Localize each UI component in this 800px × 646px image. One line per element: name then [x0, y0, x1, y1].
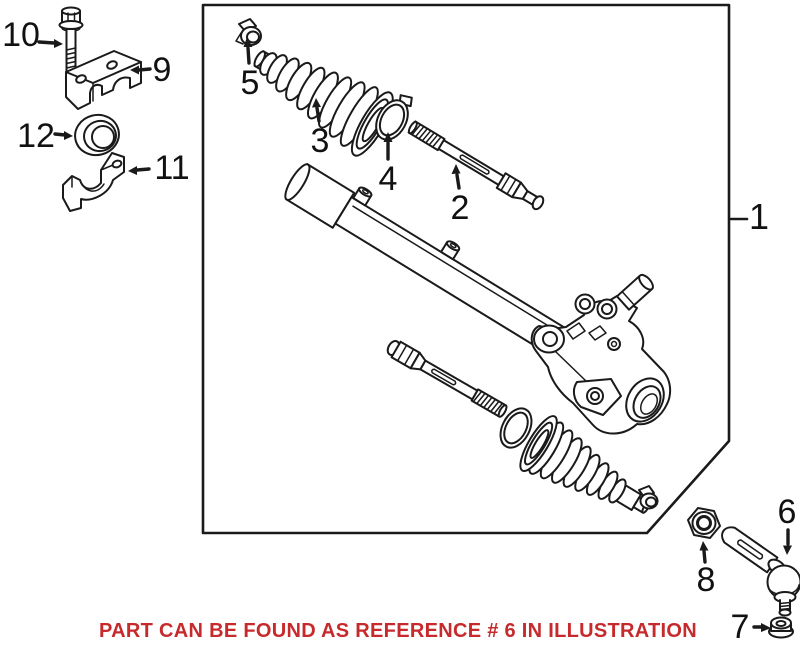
outer-tie-rod-end-drawing: [721, 526, 800, 617]
inner-tie-rod-drawing: [407, 120, 545, 211]
callout-9: 9: [152, 51, 172, 89]
callout-1: 1: [748, 196, 770, 237]
rod-end-jam-nut-drawing: [687, 507, 721, 539]
caption-note: PART CAN BE FOUND AS REFERENCE # 6 IN IL…: [99, 620, 697, 642]
stud-nut-drawing: [768, 616, 794, 639]
callout-6: 6: [777, 493, 797, 531]
boot-clamp-ring-drawing: [375, 94, 413, 141]
lower-mount-bracket-drawing: [62, 152, 125, 212]
callout-7: 7: [730, 608, 750, 646]
callout-10: 10: [2, 16, 40, 54]
upper-mount-bracket-drawing: [65, 50, 142, 110]
steering-gear-housing-drawing: [284, 163, 672, 435]
lower-boot-clamp-drawing: [638, 485, 659, 510]
callout-leaders: [37, 37, 792, 632]
callout-2: 2: [450, 189, 470, 227]
lower-inner-tie-rod-drawing: [386, 340, 508, 418]
callout-5: 5: [240, 64, 260, 102]
callout-8: 8: [696, 561, 716, 599]
callout-3: 3: [310, 122, 330, 160]
callout-4: 4: [378, 160, 398, 198]
boot-clamp-drawing: [235, 18, 262, 46]
mount-bushing-drawing: [74, 113, 120, 157]
diagram-frame: [201, 3, 731, 535]
lower-boot-clamp-ring-drawing: [499, 407, 533, 449]
lower-bellows-boot-drawing: [519, 415, 651, 514]
callout-12: 12: [17, 117, 55, 155]
callout-11: 11: [154, 149, 190, 187]
